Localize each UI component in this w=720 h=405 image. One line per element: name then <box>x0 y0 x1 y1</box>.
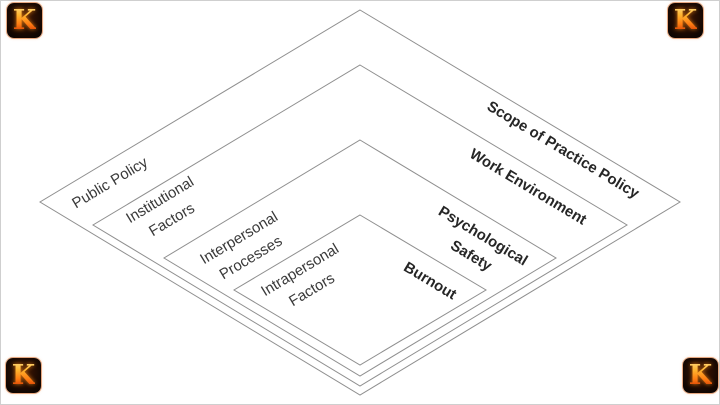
diamond-layer-institutional-factors <box>92 64 628 387</box>
flaming-k-icon: K <box>12 5 37 36</box>
flaming-k-logo-top-right: K <box>668 3 703 38</box>
flaming-k-logo-bottom-right: K <box>683 358 718 393</box>
flaming-k-icon: K <box>673 5 698 36</box>
diamond-layer-intrapersonal-factors <box>233 214 487 366</box>
flaming-k-logo-top-left: K <box>7 3 42 38</box>
diamond-layer-outer-public-policy <box>39 9 681 396</box>
flaming-k-logo-bottom-left: K <box>6 358 41 393</box>
flaming-k-icon: K <box>11 360 36 391</box>
flaming-k-icon: K <box>688 360 713 391</box>
diamond-layer-interpersonal-processes <box>163 139 557 377</box>
